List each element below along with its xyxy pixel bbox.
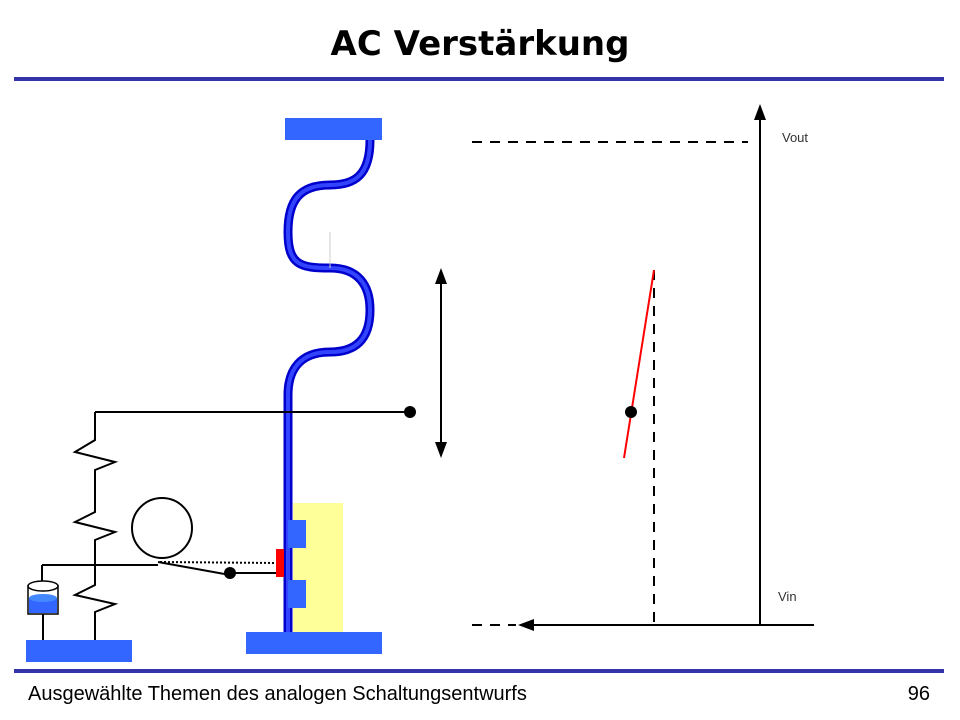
swing-arrow-head-up [435,268,447,284]
resistor-middle [72,490,119,565]
swing-arrow-head-down [435,442,447,458]
gate-electrode [276,549,284,577]
coupling-wheel [131,497,193,559]
source-block [288,580,306,608]
left-ground-plate [26,640,132,662]
page-number: 96 [907,683,930,705]
footer-course-title: Ausgewählte Themen des analogen Schaltun… [28,683,527,705]
title-underline [14,77,944,81]
footer-rule [14,669,944,673]
y-axis-label: Vout [782,130,808,145]
slide-title: AC Verstärkung [330,24,630,64]
top-supply-plate [285,118,382,140]
input-node [224,567,236,579]
drain-block [288,520,306,548]
x-axis-label: Vin [778,589,797,604]
y-axis-arrow [754,104,766,120]
operating-point [625,406,637,418]
resistor-top [72,412,119,490]
gate-link-dotted [159,561,277,564]
wheel-belt [157,561,231,576]
bottom-ground-plate [246,632,382,654]
x-axis-arrow [518,619,534,631]
reservoir-top [27,580,59,592]
reservoir-fluid [29,598,57,613]
resistor-bottom [72,565,119,640]
output-node [404,406,416,418]
transfer-slope-line [623,269,655,459]
reservoir-fluid-surface [29,594,57,602]
